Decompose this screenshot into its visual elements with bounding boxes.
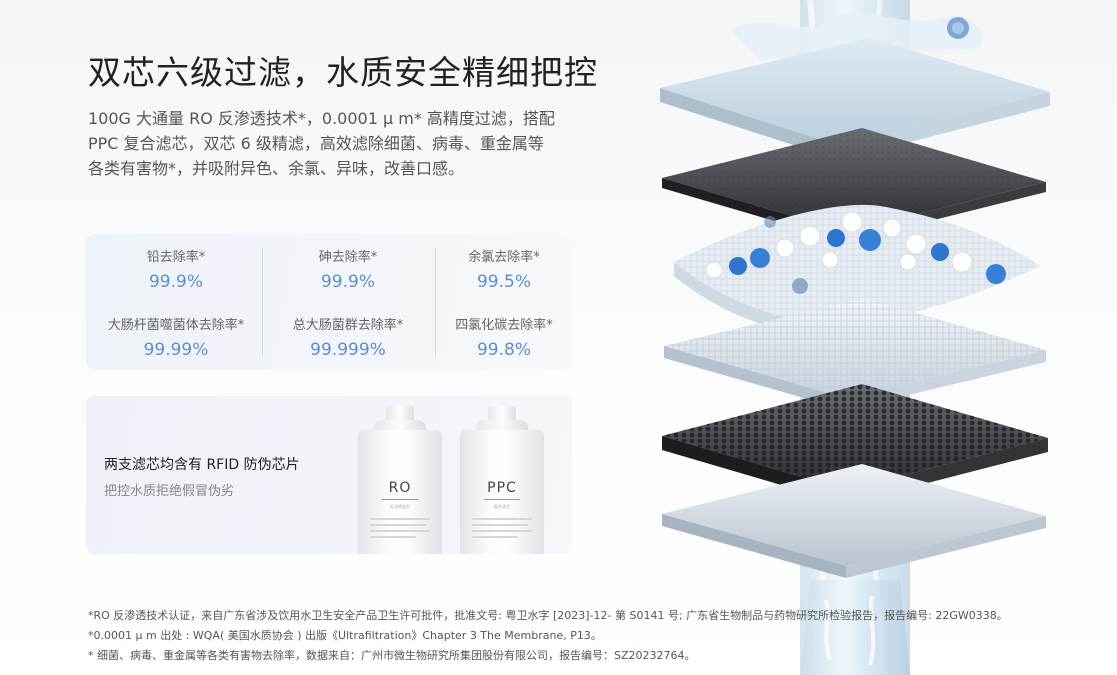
footnote: *0.0001 μ m 出处 : WQA( 美国水质协会 ) 出版《Ultraf… (88, 629, 602, 642)
stat-label: 余氯去除率* (468, 250, 540, 265)
stat-label: 大肠杆菌噬菌体去除率* (107, 318, 245, 333)
intro-line: 各类有害物*，并吸附异色、余氯、异味，改善口感。 (88, 159, 465, 178)
ro-cartridge-image: RO 反渗透滤芯 (358, 406, 442, 554)
page-title: 双芯六级过滤，水质安全精细把控 (88, 53, 598, 92)
stat-lead: 铅去除率* 99.9% (96, 246, 256, 292)
stat-coliphage: 大肠杆菌噬菌体去除率* 99.99% (96, 314, 256, 360)
ppc-cartridge-image: PPC 复合滤芯 (460, 406, 544, 554)
stat-arsenic: 砷去除率* 99.9% (268, 246, 428, 292)
stat-value: 99.5% (476, 272, 531, 292)
cartridge-label: RO (388, 480, 412, 496)
divider (262, 248, 263, 356)
intro-line: PPC 复合滤芯，双芯 6 级精滤，高效滤除细菌、病毒、重金属等 (88, 134, 544, 153)
rfid-title: 两支滤芯均含有 RFID 防伪芯片 (104, 457, 300, 473)
stat-chlorine: 余氯去除率* 99.5% (424, 246, 584, 292)
rfid-subtitle: 把控水质拒绝假冒伪劣 (104, 484, 235, 499)
footnotes: *RO 反渗透技术认证，来自广东省涉及饮用水卫生安全产品卫生许可批件，批准文号:… (88, 606, 1008, 666)
footnote: *RO 反渗透技术认证，来自广东省涉及饮用水卫生安全产品卫生许可批件，批准文号:… (88, 609, 1008, 622)
stat-coliform: 总大肠菌群去除率* 99.999% (268, 314, 428, 360)
filter-layers-illustration (660, 0, 1050, 675)
stat-value: 99.9% (148, 272, 203, 292)
bacteria-icon (764, 216, 808, 294)
stat-value: 99.9% (320, 272, 375, 292)
stat-value: 99.999% (310, 340, 386, 360)
stat-label: 砷去除率* (318, 250, 378, 265)
water-splash-icon (824, 595, 876, 666)
footnote: * 细菌、病毒、重金属等各类有害物去除率，数据来自：广州市微生物研究所集团股份有… (88, 649, 696, 662)
stat-value: 99.8% (476, 340, 531, 360)
stat-label: 铅去除率* (146, 250, 206, 265)
rfid-card: 两支滤芯均含有 RFID 防伪芯片 把控水质拒绝假冒伪劣 RO 反渗透滤芯 PP… (86, 396, 572, 554)
stat-carbon-tetrachloride: 四氯化碳去除率* 99.8% (424, 314, 584, 360)
stat-value: 99.99% (143, 340, 209, 360)
cartridge-sublabel: 反渗透滤芯 (390, 504, 410, 509)
intro-line: 100G 大通量 RO 反渗透技术*，0.0001 μ m* 高精度过滤，搭配 (88, 109, 555, 128)
stat-label: 总大肠菌群去除率* (292, 318, 404, 333)
intro-paragraph: 100G 大通量 RO 反渗透技术*，0.0001 μ m* 高精度过滤，搭配 … (88, 106, 618, 181)
divider (435, 248, 436, 356)
cartridge-sublabel: 复合滤芯 (494, 504, 510, 509)
cartridge-label: PPC (487, 480, 517, 496)
bacteria-icon (947, 17, 969, 39)
removal-rate-card: 铅去除率* 99.9% 砷去除率* 99.9% 余氯去除率* 99.5% 大肠杆… (86, 234, 570, 370)
stat-label: 四氯化碳去除率* (455, 318, 553, 333)
